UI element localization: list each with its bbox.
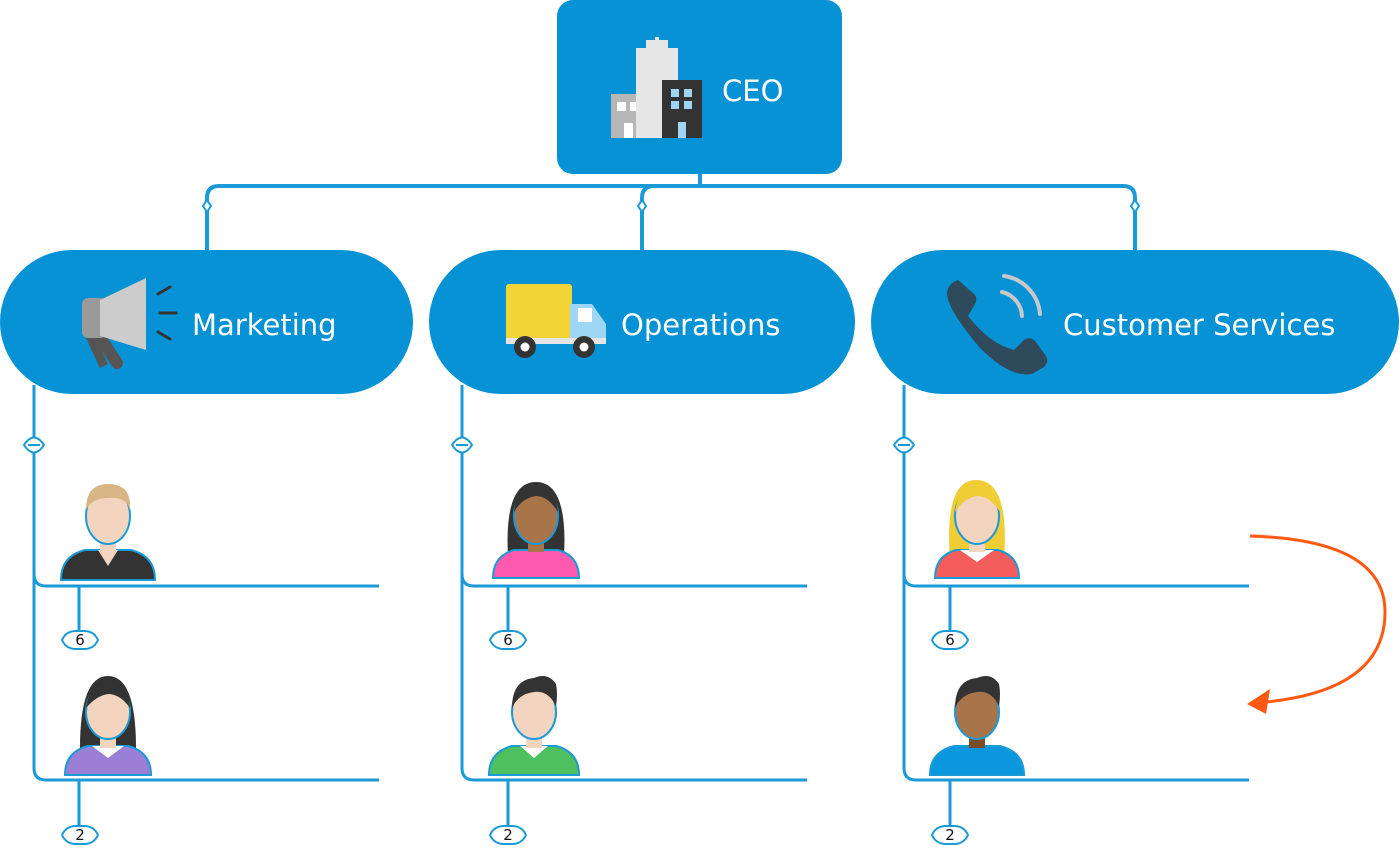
count-badges[interactable]: 6 2 6 2 6 2 [60, 630, 970, 845]
megaphone-icon [82, 278, 178, 369]
department-label: Operations [621, 308, 780, 342]
office-buildings-icon [611, 37, 702, 138]
woman-avatar-icon[interactable] [491, 482, 581, 579]
root-connectors [205, 174, 1137, 250]
count-badge-label: 2 [503, 826, 513, 844]
telephone-icon [947, 274, 1048, 375]
count-badge[interactable]: 2 [60, 825, 100, 845]
department-label: Customer Services [1063, 308, 1335, 342]
connector-handle[interactable] [201, 198, 213, 214]
man-avatar-icon[interactable] [59, 484, 157, 581]
count-badge[interactable]: 2 [488, 825, 528, 845]
count-badge[interactable]: 2 [930, 825, 970, 845]
ceo-node[interactable]: CEO [557, 0, 842, 174]
ceo-label: CEO [722, 74, 783, 108]
count-badge-label: 6 [503, 631, 513, 649]
collapse-handles[interactable] [22, 436, 916, 454]
department-node-customer-services[interactable]: Customer Services [871, 250, 1399, 394]
woman-avatar-icon[interactable] [63, 676, 153, 776]
man-avatar-icon[interactable] [487, 676, 581, 776]
count-badge-label: 6 [75, 631, 85, 649]
connector-handle[interactable] [1129, 198, 1141, 214]
count-badge[interactable]: 6 [60, 630, 100, 650]
collapse-toggle[interactable] [450, 436, 474, 454]
curved-arrow-icon [1247, 534, 1387, 714]
collapse-toggle[interactable] [22, 436, 46, 454]
department-label: Marketing [192, 308, 337, 342]
child-branches [32, 385, 1249, 828]
connector-handle[interactable] [636, 198, 648, 214]
department-node-operations[interactable]: Operations [429, 250, 855, 394]
count-badge-label: 2 [945, 826, 955, 844]
man-avatar-icon[interactable] [928, 676, 1026, 776]
root-connector-handles[interactable] [201, 198, 1141, 214]
collapse-toggle[interactable] [892, 436, 916, 454]
department-node-marketing[interactable]: Marketing [0, 250, 413, 394]
count-badge-label: 6 [945, 631, 955, 649]
woman-avatar-icon[interactable] [933, 480, 1021, 579]
count-badge[interactable]: 6 [488, 630, 528, 650]
count-badge-label: 2 [75, 826, 85, 844]
count-badge[interactable]: 6 [930, 630, 970, 650]
delivery-truck-icon [506, 284, 606, 358]
